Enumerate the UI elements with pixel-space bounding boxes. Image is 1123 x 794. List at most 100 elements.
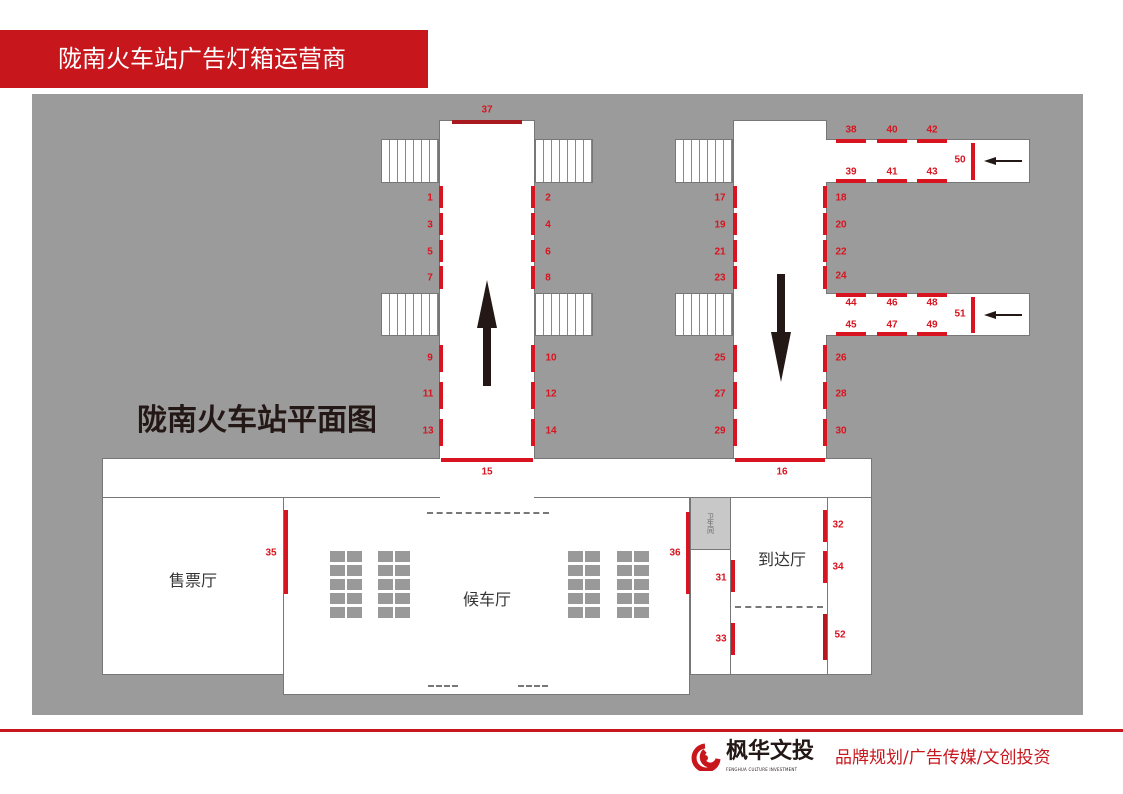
ad-panel <box>733 213 737 235</box>
ad-panel <box>823 419 827 446</box>
panel-label: 25 <box>714 352 726 364</box>
panel-label: 36 <box>669 547 681 559</box>
arrival-right <box>827 497 872 675</box>
panel-label: 11 <box>422 388 434 400</box>
ad-panel <box>823 213 827 235</box>
panel-label: 24 <box>835 270 847 282</box>
panel-label: 7 <box>427 272 433 284</box>
panel-label: 37 <box>481 104 493 116</box>
stairs <box>675 293 733 336</box>
ad-panel <box>441 458 533 462</box>
ticket-gate <box>427 512 549 520</box>
ad-panel <box>686 512 690 594</box>
ad-panel <box>733 186 737 208</box>
ad-panel <box>735 458 825 462</box>
ad-panel <box>917 139 947 143</box>
panel-label: 41 <box>886 166 898 178</box>
ad-panel <box>531 213 535 235</box>
ad-panel <box>877 332 907 336</box>
ad-panel <box>917 332 947 336</box>
ad-panel <box>733 240 737 262</box>
panel-label: 22 <box>835 246 847 258</box>
arrival-hall <box>730 497 828 675</box>
seat-block <box>330 551 362 621</box>
panel-label: 10 <box>545 352 557 364</box>
ad-panel <box>823 266 827 289</box>
ad-panel <box>823 382 827 409</box>
ad-panel <box>836 179 866 183</box>
panel-label: 34 <box>832 561 844 573</box>
panel-label: 6 <box>545 246 551 258</box>
ad-panel <box>452 120 522 124</box>
brand-name: 枫华文投 <box>726 739 815 764</box>
ad-panel <box>733 419 737 446</box>
panel-label: 12 <box>545 388 557 400</box>
stairs <box>381 293 439 336</box>
panel-label: 40 <box>886 124 898 136</box>
panel-label: 29 <box>714 425 726 437</box>
ad-panel <box>823 240 827 262</box>
ad-panel <box>439 382 443 409</box>
panel-label: 21 <box>714 246 726 258</box>
arrow-up-icon <box>477 280 497 386</box>
gate <box>518 685 548 693</box>
ad-panel <box>439 345 443 372</box>
map-title: 陇南火车站平面图 <box>137 403 377 438</box>
seat-block <box>378 551 410 621</box>
stairs <box>535 293 593 336</box>
panel-label: 14 <box>545 425 557 437</box>
ad-panel <box>733 266 737 289</box>
panel-label: 50 <box>954 154 966 166</box>
ad-panel <box>439 266 443 289</box>
ad-panel <box>823 510 827 542</box>
stairs <box>535 139 593 183</box>
ad-panel <box>531 345 535 372</box>
ticket-hall <box>102 497 284 675</box>
panel-label: 18 <box>835 192 847 204</box>
stairs <box>381 139 439 183</box>
panel-label: 51 <box>954 308 966 320</box>
panel-label: 46 <box>886 297 898 309</box>
panel-label: 39 <box>845 166 857 178</box>
panel-label: 26 <box>835 352 847 364</box>
ad-panel <box>439 213 443 235</box>
panel-label: 15 <box>481 466 493 478</box>
ad-panel <box>836 139 866 143</box>
ad-panel <box>823 186 827 208</box>
panel-label: 48 <box>926 297 938 309</box>
ad-panel <box>733 345 737 372</box>
panel-label: 38 <box>845 124 857 136</box>
ad-panel <box>531 240 535 262</box>
panel-label: 17 <box>714 192 726 204</box>
panel-label: 8 <box>545 272 551 284</box>
ad-panel <box>877 139 907 143</box>
footer-divider <box>0 729 1123 732</box>
panel-label: 5 <box>427 246 433 258</box>
ad-panel <box>731 560 735 592</box>
ad-panel <box>823 551 827 583</box>
panel-label: 30 <box>835 425 847 437</box>
panel-label: 52 <box>834 629 846 641</box>
ad-panel <box>971 297 975 333</box>
corridor-link <box>440 456 534 516</box>
ad-panel <box>439 419 443 446</box>
panel-label: 35 <box>265 547 277 559</box>
ad-panel <box>917 293 947 297</box>
panel-label: 4 <box>545 219 551 231</box>
panel-label: 49 <box>926 319 938 331</box>
seat-block <box>617 551 649 621</box>
ad-panel <box>917 179 947 183</box>
panel-label: 32 <box>832 519 844 531</box>
stairs <box>675 139 733 183</box>
panel-label: 9 <box>427 352 433 364</box>
exit-gate <box>735 606 823 614</box>
panel-label: 47 <box>886 319 898 331</box>
ad-panel <box>823 345 827 372</box>
ad-panel <box>531 382 535 409</box>
ad-panel <box>971 143 975 180</box>
panel-label: 20 <box>835 219 847 231</box>
brand-logo-icon <box>691 743 721 771</box>
panel-label: 45 <box>845 319 857 331</box>
room-arrival-hall: 到达厅 <box>757 550 807 569</box>
ad-panel <box>877 293 907 297</box>
